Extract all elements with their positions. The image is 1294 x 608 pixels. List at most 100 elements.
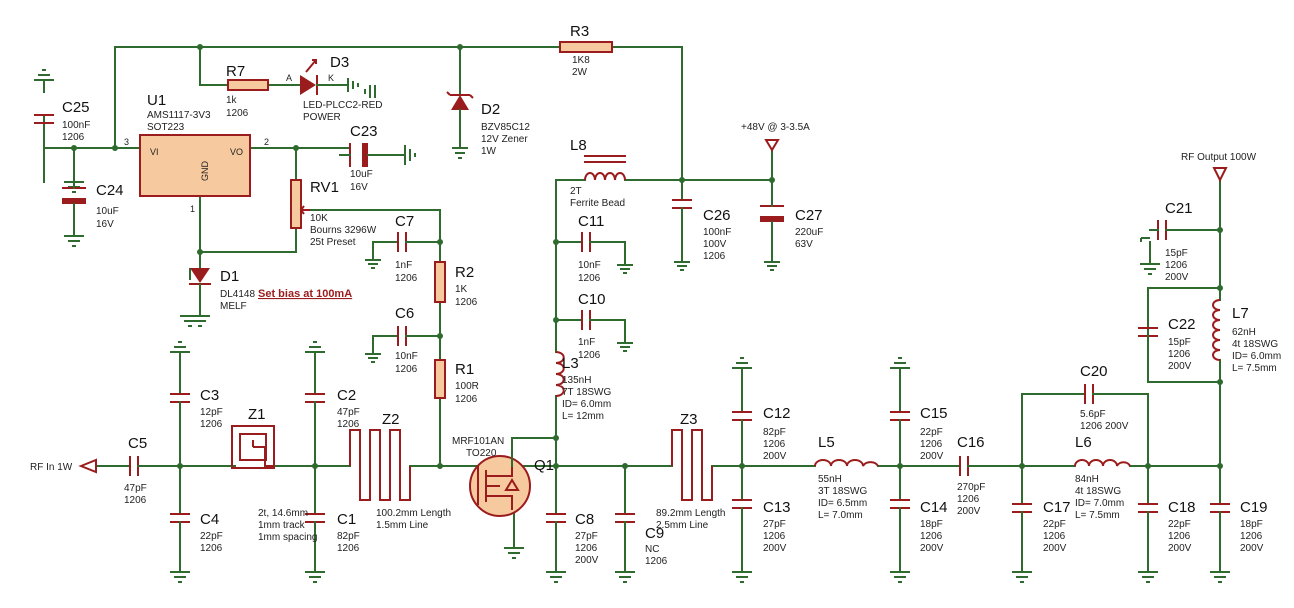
u1-value-label: GND <box>200 161 210 182</box>
c12-value-label: 82pF <box>763 427 786 438</box>
c16-value-label: 270pF <box>957 482 985 493</box>
c26-value-label: 100nF <box>703 227 731 238</box>
r2-value-label: 1K <box>455 284 468 295</box>
c17-value-label: 200V <box>1043 543 1067 554</box>
c18-value-label: 1206 <box>1168 531 1191 542</box>
c17-ref-label: C17 <box>1043 499 1071 516</box>
u1-value-label: VO <box>230 147 243 157</box>
c12-value-label: 200V <box>763 451 787 462</box>
c21-value-label: 200V <box>1165 272 1189 283</box>
c4-value-label: 1206 <box>200 543 223 554</box>
c25-value-label: 100nF <box>62 120 90 131</box>
c2-value-label: 1206 <box>337 419 360 430</box>
c26-ref-label: C26 <box>703 207 731 224</box>
u1-value-label: AMS1117-3V3 <box>147 110 211 121</box>
bias-note: Set bias at 100mA <box>258 288 352 300</box>
d2-ref-label: D2 <box>481 101 500 118</box>
c2-ref-label: C2 <box>337 387 356 404</box>
c1-ref-label: C1 <box>337 511 356 528</box>
u1-ref-label: U1 <box>147 92 166 109</box>
q1-value-label: MRF101AN <box>452 436 504 447</box>
c22-ref-label: C22 <box>1168 316 1196 333</box>
c9-ref-label: C9 <box>645 525 664 542</box>
c17-value-label: 22pF <box>1043 519 1066 530</box>
r7-value-label: K <box>328 73 334 83</box>
c11-value-label: 10nF <box>578 260 601 271</box>
c1-value-label: 82pF <box>337 531 360 542</box>
resistor-symbols <box>227 41 613 399</box>
c16-value-label: 1206 <box>957 494 980 505</box>
r2-ref-label: R2 <box>455 264 474 281</box>
c18-value-label: 22pF <box>1168 519 1191 530</box>
rf-input-label: RF In 1W <box>30 462 73 473</box>
z3-value-label: 2.5mm Line <box>656 520 709 531</box>
l5-value-label: 55nH <box>818 474 842 485</box>
c3-value-label: 12pF <box>200 407 223 418</box>
l5-value-label: ID= 6.5mm <box>818 498 867 509</box>
port-symbols <box>78 139 1228 474</box>
d2-value-label: BZV85C12 <box>481 122 530 133</box>
c26-value-label: 100V <box>703 239 727 250</box>
c15-ref-label: C15 <box>920 405 948 422</box>
mosfet-q1 <box>469 437 557 517</box>
r1-ref-label: R1 <box>455 361 474 378</box>
z1-value-label: 1mm track <box>258 520 306 531</box>
c7-value-label: 1nF <box>395 260 412 271</box>
l6-ref-label: L6 <box>1075 434 1092 451</box>
d3-value-label: LED-PLCC2-RED <box>303 100 382 111</box>
electrolytic-capacitors <box>62 143 784 247</box>
u1-value-label: VI <box>150 147 159 157</box>
z1-value-label: 1mm spacing <box>258 532 317 543</box>
l7-ref-label: L7 <box>1232 305 1249 322</box>
z1-value-label: 2t, 14.6mm <box>258 508 308 519</box>
c18-ref-label: C18 <box>1168 499 1196 516</box>
c8-ref-label: C8 <box>575 511 594 528</box>
c22-value-label: 200V <box>1168 361 1192 372</box>
c19-ref-label: C19 <box>1240 499 1268 516</box>
c14-value-label: 1206 <box>920 531 943 542</box>
c8-value-label: 27pF <box>575 531 598 542</box>
c5-value-label: 47pF <box>124 483 147 494</box>
d1-ref-label: D1 <box>220 268 239 285</box>
c22-value-label: 1206 <box>1168 349 1191 360</box>
l7-value-label: 62nH <box>1232 327 1256 338</box>
d3-ref-label: D3 <box>330 54 349 71</box>
c13-value-label: 1206 <box>763 531 786 542</box>
potentiometer-rv1 <box>290 179 310 229</box>
c1-value-label: 1206 <box>337 543 360 554</box>
c23-ref-label: C23 <box>350 123 378 140</box>
r3-value-label: 2W <box>572 67 588 78</box>
junctions <box>71 44 1223 469</box>
c7-value-label: 1206 <box>395 273 418 284</box>
c8-value-label: 1206 <box>575 543 598 554</box>
c21-value-label: 1206 <box>1165 260 1188 271</box>
z2-value-label: 1.5mm Line <box>376 520 429 531</box>
c13-value-label: 200V <box>763 543 787 554</box>
z1-ref-label: Z1 <box>248 406 266 423</box>
d1-value-label: DL4148 <box>220 289 255 300</box>
c5-ref-label: C5 <box>128 435 147 452</box>
c25-value-label: 1206 <box>62 132 85 143</box>
regulator-u1 <box>139 134 251 197</box>
l8-value-label: Ferrite Bead <box>570 198 625 209</box>
c13-value-label: 27pF <box>763 519 786 530</box>
rv1-value-label: Bourns 3296W <box>310 225 377 236</box>
u1-value-label: 3 <box>124 137 129 147</box>
l7-value-label: 4t 18SWG <box>1232 339 1278 350</box>
c22-value-label: 15pF <box>1168 337 1191 348</box>
c9-value-label: NC <box>645 544 659 555</box>
z3-value-label: 89.2mm Length <box>656 508 726 519</box>
l5-value-label: 3T 18SWG <box>818 486 867 497</box>
z3-ref-label: Z3 <box>680 411 698 428</box>
l6-value-label: ID= 7.0mm <box>1075 498 1124 509</box>
r7-value-label: 1k <box>226 95 238 106</box>
transmission-lines <box>231 425 713 501</box>
c2-value-label: 47pF <box>337 407 360 418</box>
c20-value-label: 5.6pF <box>1080 409 1106 420</box>
c16-ref-label: C16 <box>957 434 985 451</box>
c15-value-label: 200V <box>920 451 944 462</box>
c12-ref-label: C12 <box>763 405 791 422</box>
c18-value-label: 200V <box>1168 543 1192 554</box>
rf-output-label: RF Output 100W <box>1181 152 1257 163</box>
